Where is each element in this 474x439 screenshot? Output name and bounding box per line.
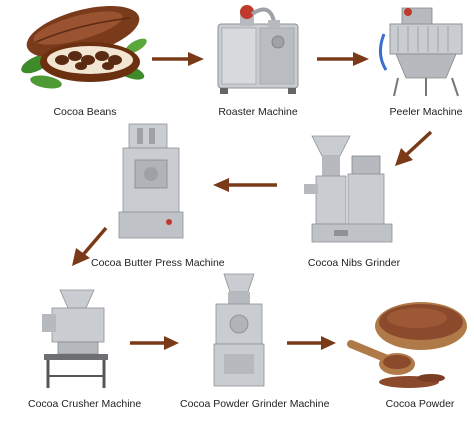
step-label-cocoa-powder: Cocoa Powder (385, 398, 455, 410)
arrow-roaster-to-peeler (315, 52, 370, 66)
step-label-cocoa-beans: Cocoa Beans (53, 106, 117, 118)
cocoa-powder-grinder-machine-image (208, 272, 270, 390)
arrow-butter-press-to-crusher (68, 224, 110, 268)
step-label-cocoa-nibs-grinder: Cocoa Nibs Grinder (307, 257, 401, 269)
roaster-machine-image (212, 2, 304, 98)
step-label-cocoa-powder-grinder-machine: Cocoa Powder Grinder Machine (180, 398, 330, 410)
arrow-crusher-to-powder-grinder (128, 336, 180, 350)
step-label-cocoa-crusher-machine: Cocoa Crusher Machine (28, 398, 142, 410)
arrow-powder-grinder-to-powder (285, 336, 337, 350)
cocoa-nibs-grinder-image (304, 130, 396, 248)
peeler-machine-image (372, 4, 470, 98)
cocoa-crusher-machine-image (38, 286, 114, 392)
cocoa-powder-image (345, 298, 469, 390)
arrow-beans-to-roaster (150, 52, 205, 66)
arrow-nibs-grinder-to-butter-press (213, 178, 279, 192)
step-label-cocoa-butter-press-machine: Cocoa Butter Press Machine (91, 257, 225, 269)
cocoa-beans-image (18, 2, 148, 97)
arrow-peeler-to-nibs-grinder (391, 128, 435, 168)
step-label-roaster-machine: Roaster Machine (218, 106, 298, 118)
step-label-peeler-machine: Peeler Machine (389, 106, 463, 118)
cocoa-butter-press-machine-image (115, 120, 187, 244)
